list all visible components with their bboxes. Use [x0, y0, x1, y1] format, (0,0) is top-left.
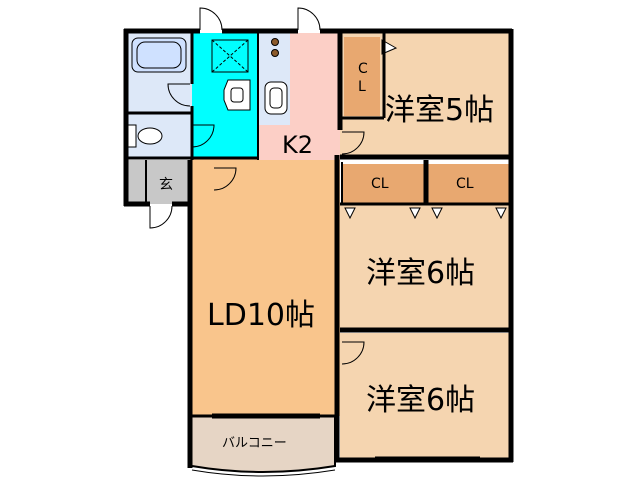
stove-fixture — [271, 38, 279, 57]
toilet-fixture — [127, 124, 163, 148]
closet-room5-label-l: L — [358, 79, 366, 95]
closet-right — [428, 164, 510, 203]
closet-right-label: CL — [456, 176, 474, 192]
balcony-area — [192, 416, 335, 471]
kitchen-lower — [258, 125, 340, 160]
sink-fixture — [223, 79, 251, 111]
washing-machine — [211, 39, 249, 73]
bathtub — [131, 37, 187, 73]
closet-room5-label-c: C — [358, 61, 368, 77]
closet-room5 — [344, 37, 380, 116]
living-dining-label: LD10帖 — [207, 298, 315, 333]
balcony-outline — [191, 416, 336, 473]
room-6-lower-label: 洋室6帖 — [366, 383, 475, 418]
room-5-label: 洋室5帖 — [385, 93, 494, 128]
living-dining-room — [190, 158, 340, 416]
kitchen-label: K2 — [282, 131, 313, 159]
room-6-lower-area — [340, 333, 510, 459]
closet-door-triangles — [344, 207, 507, 220]
closet-left-label: CL — [371, 176, 389, 192]
room-6-upper-area — [340, 204, 510, 330]
closet-left — [342, 164, 425, 203]
room-6-upper-label: 洋室6帖 — [366, 256, 475, 291]
entrance-label: 玄 — [159, 176, 173, 193]
kitchen-sink — [264, 81, 288, 115]
balcony-label: バルコニー — [222, 436, 287, 451]
walls — [123, 28, 514, 468]
